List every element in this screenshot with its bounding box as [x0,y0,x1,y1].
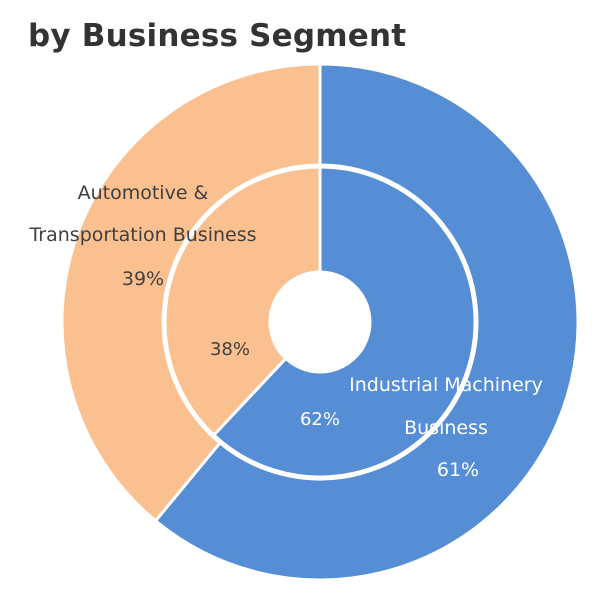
outer-automotive-percent-label: 39% [122,268,164,290]
outer-ring-slice-automotive [60,62,322,523]
automotive-category-label-line2: Transportation Business [28,224,256,246]
inner-ring-slice-automotive [163,165,322,437]
inner-automotive-percent-label: 38% [210,339,250,360]
inner-industrial-percent-label: 62% [300,409,340,430]
outer-industrial-percent-label: 61% [437,459,479,481]
industrial-category-label-line1: Industrial Machinery [349,374,543,396]
industrial-category-label-line2: Business [404,417,488,439]
automotive-category-label-line1: Automotive & [78,182,209,204]
inner-ring-slice-industrial [212,165,477,479]
chart-title: by Business Segment [28,18,407,54]
outer-ring-slice-industrial [154,62,580,582]
